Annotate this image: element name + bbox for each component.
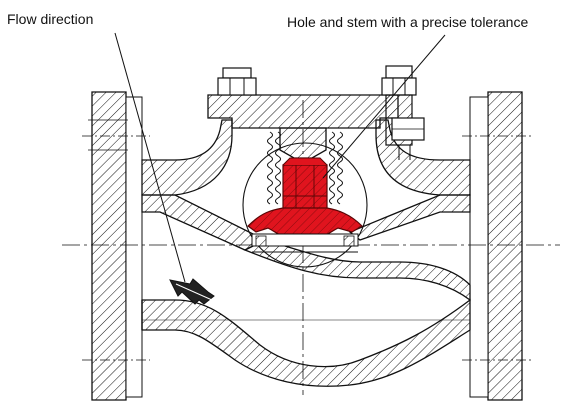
seat-ring xyxy=(251,233,359,253)
hole-stem-leader-line xyxy=(322,34,446,179)
flow-arrow xyxy=(169,278,215,305)
left-flange xyxy=(82,91,150,401)
right-flange xyxy=(462,91,532,401)
detail-circle xyxy=(242,142,368,268)
valve-body xyxy=(141,119,471,387)
right-bolt xyxy=(381,65,425,160)
flow-leader-line xyxy=(114,32,186,283)
disc-and-stem-highlight xyxy=(247,157,363,243)
hole-and-stem-label: Hole and stem with a precise tolerance xyxy=(287,14,529,30)
left-bolt xyxy=(217,67,257,96)
bonnet-cover xyxy=(207,94,399,159)
flow-direction-label: Flow direction xyxy=(7,11,94,27)
spring-left xyxy=(267,131,281,205)
